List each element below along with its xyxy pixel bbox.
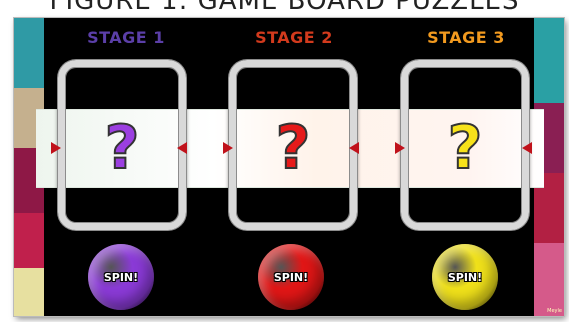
stage-1-spin-label: SPIN!	[104, 271, 138, 284]
stage-1-spin-button[interactable]: SPIN!	[88, 244, 154, 310]
stage-2-right-pointer-icon	[349, 142, 359, 154]
figure-caption: FIGURE 1: GAME BOARD PUZZLES	[0, 0, 569, 16]
corner-watermark: Meyle	[547, 308, 562, 314]
stage-3-title-text: STAGE 3	[427, 28, 505, 47]
stage-1-title: STAGE 1	[56, 28, 196, 47]
stage-3-title: STAGE 3	[396, 28, 536, 47]
stage-1-title-text: STAGE 1	[87, 28, 165, 47]
stage-3-left-pointer-icon	[395, 142, 405, 154]
stage-3-right-pointer-icon	[522, 142, 532, 154]
stage-2-mystery-mark: ?	[229, 113, 357, 183]
stage-3-spin-label: SPIN!	[448, 271, 482, 284]
stage-1-left-pointer-icon	[51, 142, 61, 154]
stage-3-spin-button[interactable]: SPIN!	[432, 244, 498, 310]
stage-1-mystery-mark: ?	[58, 113, 186, 183]
stage-2-spin-label: SPIN!	[274, 271, 308, 284]
stage-1-right-pointer-icon	[177, 142, 187, 154]
game-board: STAGE 1 STAGE 2 STAGE 3 ? ? ? SPIN! SPIN…	[14, 18, 564, 316]
stage-2-title-text: STAGE 2	[255, 28, 333, 47]
stage-3-mystery-mark: ?	[401, 113, 529, 183]
stage-2-left-pointer-icon	[223, 142, 233, 154]
stage-2-title: STAGE 2	[224, 28, 364, 47]
stage-2-spin-button[interactable]: SPIN!	[258, 244, 324, 310]
